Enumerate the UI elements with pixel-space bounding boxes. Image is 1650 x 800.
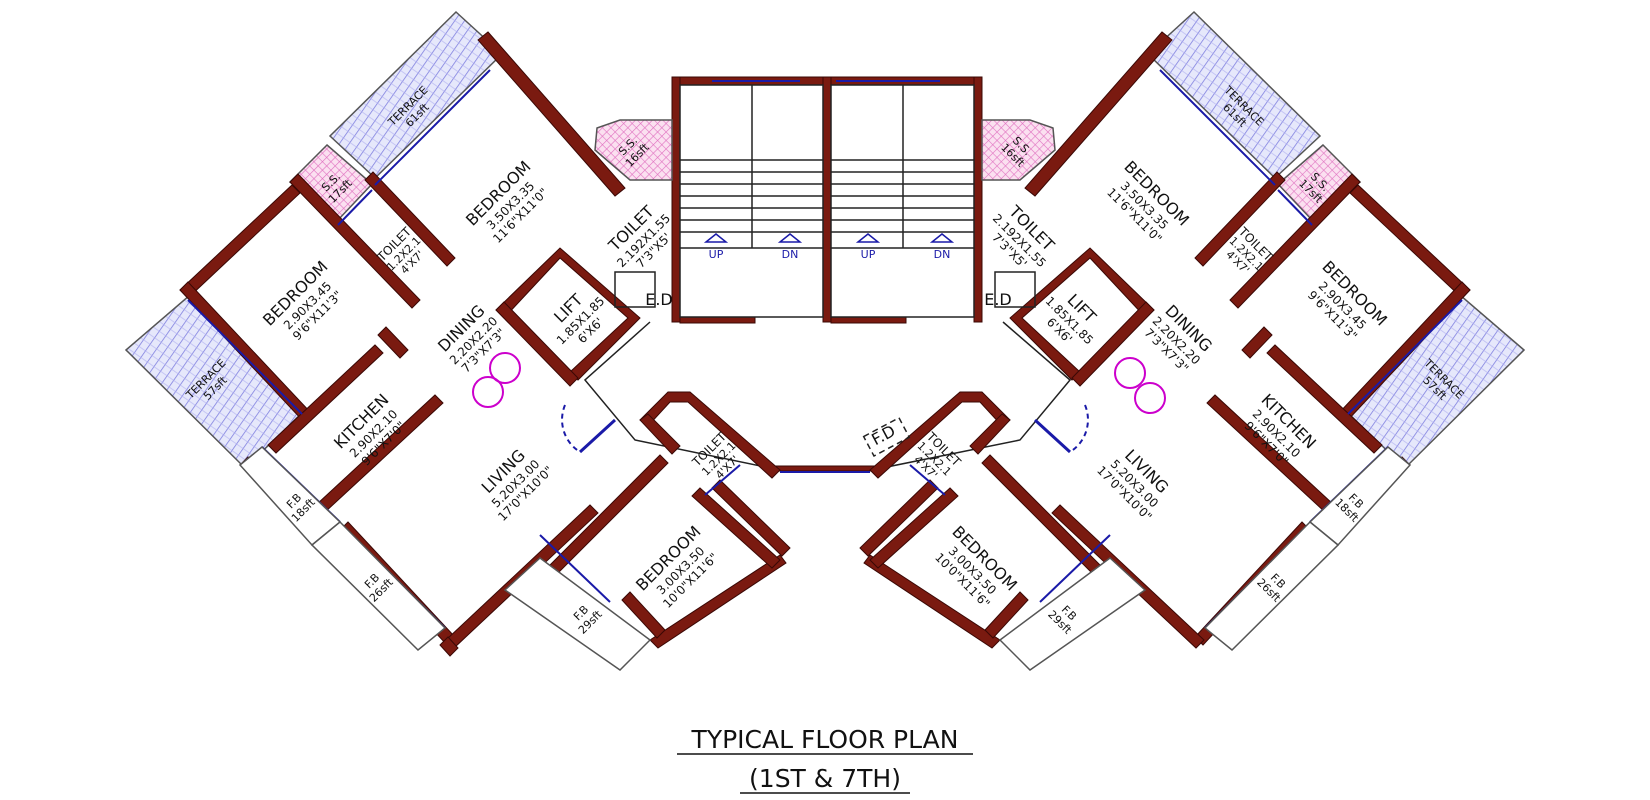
left-fb-2	[310, 520, 447, 652]
right-unit-ed-label: E.D	[984, 290, 1012, 309]
right-ss-stair	[981, 119, 1056, 181]
left-ss-stair	[594, 119, 673, 181]
left-ed	[614, 271, 656, 308]
stair-2-dn-label: DN	[934, 248, 951, 261]
stair-1-treads	[680, 171, 823, 233]
right-column	[1134, 382, 1166, 414]
plan-title: TYPICAL FLOOR PLAN	[691, 725, 959, 754]
stair-2-up-label: UP	[861, 248, 876, 261]
left-fb-3	[503, 557, 652, 671]
right-door-arc	[1069, 404, 1089, 453]
left-column	[489, 352, 521, 384]
stair-arrow-icon	[855, 233, 881, 243]
stair-arrow-icon	[703, 233, 729, 243]
stair-1-up-label: UP	[709, 248, 724, 261]
stair-core: UP DN UP DN	[671, 76, 983, 324]
left-column	[472, 376, 504, 408]
stair-arrow-icon	[929, 233, 955, 243]
right-fb-3	[998, 557, 1147, 671]
right-unit	[859, 10, 1526, 671]
left-unit-ed-label: E.D	[645, 290, 673, 309]
stair-2-treads	[831, 171, 974, 233]
right-fb-2	[1203, 520, 1340, 652]
left-door-arc	[561, 404, 581, 453]
right-column	[1114, 357, 1146, 389]
left-unit	[124, 10, 791, 671]
plan-subtitle: (1ST & 7TH)	[749, 764, 901, 793]
stair-1-dn-label: DN	[782, 248, 799, 261]
lobby-outline	[583, 321, 1072, 471]
core-fd-label: F.D	[868, 421, 898, 449]
stair-arrow-icon	[777, 233, 803, 243]
right-ed	[994, 271, 1036, 308]
